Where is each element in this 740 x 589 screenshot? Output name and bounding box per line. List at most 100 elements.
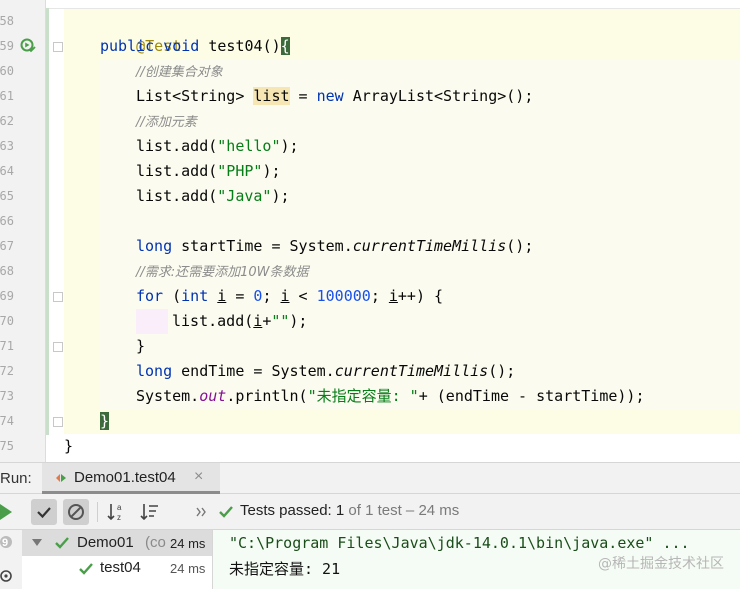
tree-item-duration: 24 ms — [170, 536, 206, 551]
line-number: 71 — [0, 339, 14, 353]
check-icon — [55, 537, 69, 549]
code-line: list.add(i+""); — [172, 309, 307, 334]
code-token: list.add( — [136, 162, 218, 180]
code-line: System.out.println("未指定容量: "+ (endTime -… — [136, 384, 645, 409]
fold-marker[interactable] — [53, 42, 63, 52]
code-token: ); — [271, 187, 290, 205]
run-tool-window-header: Run: Demo01.test04 × — [0, 462, 740, 494]
code-token: endTime = System. — [172, 362, 335, 380]
check-icon — [37, 507, 51, 519]
console-output[interactable]: "C:\Program Files\Java\jdk-14.0.1\bin\ja… — [213, 530, 740, 589]
rerun-icon[interactable] — [0, 503, 14, 521]
string-token: "hello" — [217, 137, 281, 155]
keyword-token: new — [316, 87, 344, 105]
code-editor[interactable]: 58 59 60 61 62 63 64 65 66 67 68 69 70 7… — [0, 0, 740, 462]
comment-token: //创建集合对象 — [136, 65, 223, 80]
code-token: (); — [506, 237, 534, 255]
ignored-icon — [68, 504, 84, 520]
line-number: 61 — [0, 89, 14, 103]
run-label: Run: — [0, 470, 32, 487]
code-token: + — [262, 312, 272, 330]
line-number: 64 — [0, 164, 14, 178]
debug-icon[interactable]: 9 — [0, 534, 16, 550]
paren-token: () — [262, 37, 281, 55]
line-number: 60 — [0, 64, 14, 78]
sort-alphabetically-button[interactable]: a z — [104, 499, 130, 525]
loop-variable-token: i — [388, 287, 398, 305]
svg-text:a: a — [117, 503, 122, 512]
scope-highlight — [100, 209, 740, 409]
static-field-token: out — [199, 387, 227, 405]
code-line: //需求:还需要添加10W条数据 — [136, 259, 309, 284]
code-token: ); — [289, 312, 308, 330]
code-token: = — [289, 87, 317, 105]
code-line: list.add("hello"); — [136, 134, 299, 159]
code-token: + (endTime - startTime)); — [418, 387, 645, 405]
svg-text:9: 9 — [2, 537, 8, 549]
check-icon — [219, 506, 233, 518]
code-line: list.add("Java"); — [136, 184, 290, 209]
static-method-token: currentTimeMillis — [352, 237, 507, 255]
scope-highlight — [64, 34, 740, 59]
keyword-token: long — [136, 237, 173, 255]
keyword-token: long — [136, 362, 173, 380]
run-side-strip: 9 — [0, 530, 22, 589]
brace-token: } — [64, 437, 74, 455]
code-token: = — [226, 287, 254, 305]
variable-highlight-token: list — [253, 87, 290, 105]
code-token: ); — [280, 137, 299, 155]
code-token: (); — [488, 362, 516, 380]
code-line: list.add("PHP"); — [136, 159, 281, 184]
static-method-token: currentTimeMillis — [334, 362, 489, 380]
expand-toolbar-icon[interactable] — [196, 506, 208, 518]
tree-item-test04[interactable]: test04 24 ms — [22, 556, 212, 582]
inner-scope-highlight — [136, 309, 168, 334]
toolbar-separator — [97, 502, 98, 522]
fold-marker[interactable] — [53, 292, 63, 302]
tree-item-demo01[interactable]: Demo01 (co 24 ms — [22, 530, 212, 556]
keyword-token: public — [100, 37, 155, 55]
string-token: "" — [271, 312, 290, 330]
show-passed-button[interactable] — [31, 499, 57, 525]
code-token: list.add( — [136, 137, 218, 155]
loop-variable-token: i — [280, 287, 290, 305]
status-prefix: Tests passed: — [240, 502, 336, 519]
code-token: List<String> — [136, 87, 254, 105]
string-token: "PHP" — [217, 162, 263, 180]
chevron-down-icon[interactable] — [32, 539, 42, 547]
string-token: "未指定容量: " — [307, 387, 419, 405]
status-suffix: of 1 test – 24 ms — [344, 502, 460, 519]
run-tab-label: Demo01.test04 — [74, 469, 176, 486]
code-line: long endTime = System.currentTimeMillis(… — [136, 359, 515, 384]
brace-match-token: } — [100, 412, 110, 430]
show-ignored-button[interactable] — [63, 499, 89, 525]
line-number: 65 — [0, 189, 14, 203]
console-output-line: 未指定容量: 21 — [229, 560, 341, 578]
fold-marker[interactable] — [53, 342, 63, 352]
code-line: } — [136, 334, 145, 359]
code-token: list.add( — [172, 312, 254, 330]
run-test-gutter-icon[interactable] — [20, 38, 36, 54]
code-token: ArrayList<String>(); — [343, 87, 534, 105]
settings-icon[interactable] — [0, 568, 16, 584]
console-command-line: "C:\Program Files\Java\jdk-14.0.1\bin\ja… — [229, 534, 690, 552]
code-token: ( — [163, 287, 182, 305]
line-number: 70 — [0, 314, 14, 328]
code-token: startTime = System. — [172, 237, 353, 255]
close-icon[interactable]: × — [194, 468, 204, 485]
test-results-tree[interactable]: Demo01 (co 24 ms test04 24 ms — [22, 530, 213, 589]
code-token: ; — [262, 287, 281, 305]
fold-marker[interactable] — [53, 417, 63, 427]
code-token: list.add( — [136, 187, 218, 205]
line-number: 59 — [0, 39, 14, 53]
loop-variable-token: i — [253, 312, 263, 330]
line-number: 67 — [0, 239, 14, 253]
sort-by-duration-button[interactable] — [137, 499, 163, 525]
run-tab-demo01-test04[interactable]: Demo01.test04 × — [42, 463, 220, 494]
code-token: ); — [262, 162, 281, 180]
code-line: } — [64, 434, 73, 459]
line-number: 73 — [0, 389, 14, 403]
line-number: 62 — [0, 114, 14, 128]
tree-item-label: test04 — [100, 559, 141, 576]
keyword-token: for — [136, 287, 164, 305]
